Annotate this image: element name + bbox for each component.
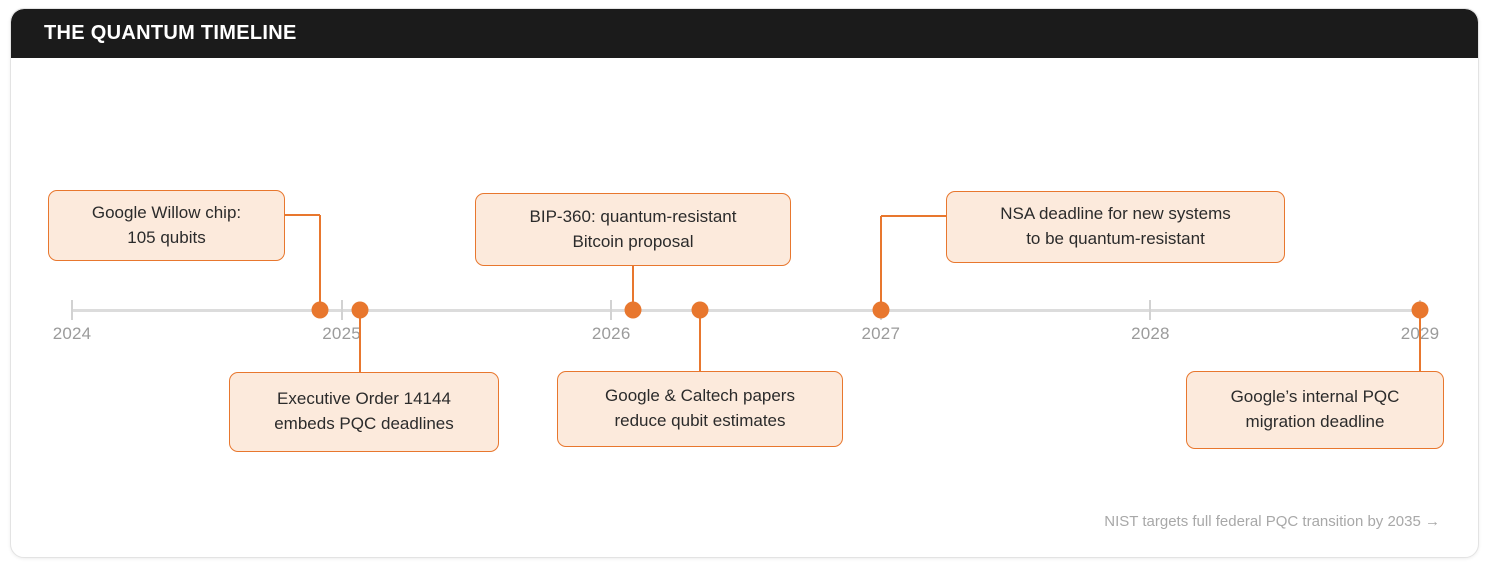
year-label-2025: 2025 <box>322 324 361 343</box>
event-dot-nsa-deadline[interactable] <box>872 301 890 319</box>
connector-h-google-willow <box>285 213 321 216</box>
page-title: THE QUANTUM TIMELINE <box>44 22 297 44</box>
callout-line: embeds PQC deadlines <box>274 414 454 433</box>
axis-tick-2024 <box>71 300 73 320</box>
event-dot-google-caltech-papers[interactable] <box>691 301 709 319</box>
event-dot-google-pqc-migration[interactable] <box>1411 301 1429 319</box>
connector-v-google-willow <box>319 214 322 310</box>
connector-google-pqc-migration <box>1419 310 1421 371</box>
callout-line: 105 qubits <box>127 227 206 247</box>
event-dot-executive-order-14144[interactable] <box>351 301 369 319</box>
footer-note: NIST targets full federal PQC transition… <box>1104 513 1440 530</box>
axis-tick-2028 <box>1149 300 1152 320</box>
connector-bip-360 <box>631 266 634 310</box>
axis-tick-2026 <box>610 300 613 320</box>
callout-line: to be quantum-resistant <box>1026 229 1205 248</box>
connector-executive-order-14144 <box>359 310 362 372</box>
year-label-2024: 2024 <box>52 324 92 343</box>
callout-google-pqc-migration[interactable]: Google’s internal PQC migration deadline <box>1186 371 1444 449</box>
callout-google-caltech-papers[interactable]: Google & Caltech papers reduce qubit esti… <box>557 371 843 447</box>
callout-line: Google & Caltech papers <box>605 386 795 406</box>
callout-google-willow[interactable]: Google Willow chip: 105 qubits <box>48 190 285 261</box>
callout-line: reduce qubit estimates <box>614 411 786 430</box>
timeline-card: THE QUANTUM TIMELINE 2024 2025 2026 2027 202… <box>10 8 1479 558</box>
callout-executive-order-14144[interactable]: Executive Order 14144 embeds PQC deadline… <box>229 372 499 452</box>
connector-google-caltech-papers <box>699 310 702 371</box>
callout-line: Executive Order 14144 <box>277 389 451 409</box>
callout-line: Bitcoin proposal <box>572 231 694 251</box>
header-bar: THE QUANTUM TIMELINE <box>11 9 1478 58</box>
callout-nsa-deadline[interactable]: NSA deadline for new systems to be quantu… <box>946 191 1285 263</box>
event-dot-bip-360[interactable] <box>624 301 642 319</box>
year-label-2026: 2026 <box>591 324 631 343</box>
callout-line: BIP-360: quantum-resistant <box>529 206 737 226</box>
connector-h-nsa-deadline <box>880 215 946 217</box>
year-label-2028: 2028 <box>1131 324 1170 343</box>
callout-line: Google’s internal PQC <box>1230 387 1400 407</box>
callout-line: NSA deadline for new systems <box>1000 204 1231 224</box>
callout-line: migration deadline <box>1245 412 1385 431</box>
year-label-2027: 2027 <box>861 324 901 343</box>
axis-tick-2025 <box>340 300 343 320</box>
event-dot-google-willow[interactable] <box>311 301 329 319</box>
callout-line: Google Willow chip: <box>91 202 242 222</box>
timeline-axis-line <box>72 309 1420 312</box>
connector-v-nsa-deadline <box>879 216 882 310</box>
